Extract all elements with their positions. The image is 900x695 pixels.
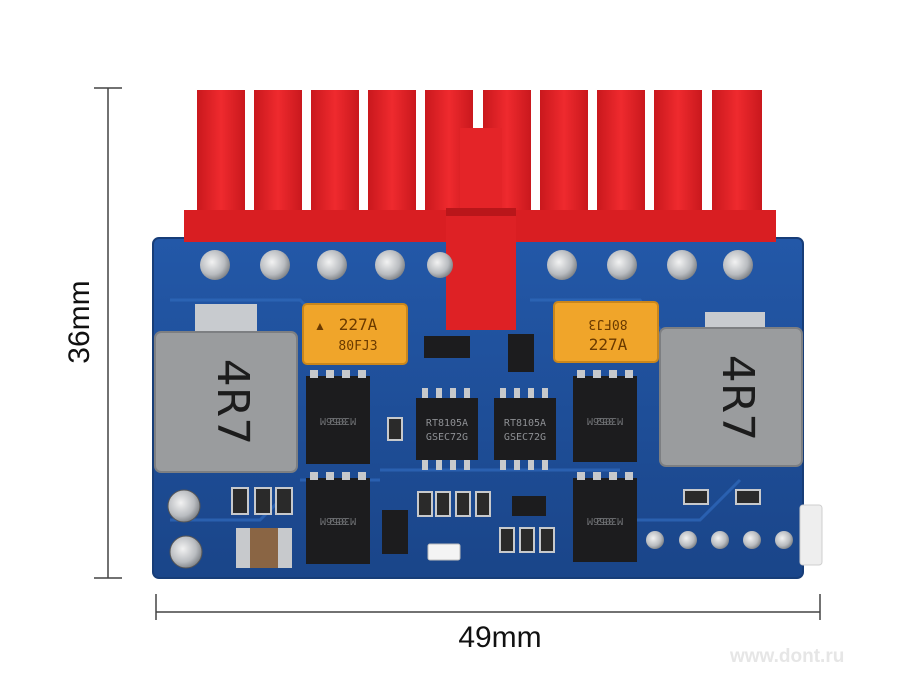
edge-pads	[646, 531, 793, 549]
ceramic-capacitor	[236, 528, 292, 568]
width-dimension-line	[155, 594, 821, 620]
capacitor-right: 80FJ3 227A	[553, 301, 659, 363]
mosfet-marking: M3056M	[587, 515, 623, 526]
mosfet-marking: 352	[329, 415, 347, 426]
controller-left-line2: GSEC72G	[426, 432, 468, 443]
diode	[512, 496, 546, 516]
diode	[382, 510, 408, 554]
small-ic	[508, 334, 534, 372]
atx-connector	[184, 90, 776, 330]
capacitor-right-line2: 227A	[589, 335, 628, 354]
inductor-right: 4R7	[659, 312, 803, 467]
mosfet-marking: M3056M	[320, 515, 356, 526]
mosfet: 352 M3056M	[573, 370, 637, 462]
led	[427, 543, 461, 561]
mosfet-marking: 352	[596, 415, 614, 426]
connector-latch-body	[446, 208, 516, 330]
mosfet: 352 M3056M	[573, 472, 637, 562]
svg-text:▲: ▲	[314, 319, 326, 333]
mosfet-marking: M3056M	[587, 415, 623, 426]
width-dimension-label: 49mm	[458, 621, 542, 654]
capacitor-left: 227A 80FJ3 ▲	[302, 303, 408, 365]
controller-right-line2: GSEC72G	[504, 432, 546, 443]
mosfet-marking: M3056M	[320, 415, 356, 426]
solder-joints	[200, 250, 753, 280]
mosfet: 352 M3056M	[306, 370, 370, 464]
inductor-right-marking: 4R7	[712, 355, 763, 442]
passive-components	[231, 417, 761, 553]
inductor-left: 4R7	[154, 304, 298, 473]
inductor-left-marking: 4R7	[207, 359, 258, 446]
side-connector	[799, 504, 823, 566]
mosfet-marking: 352	[596, 515, 614, 526]
controller-left-line1: RT8105A	[426, 418, 468, 429]
mosfet-marking: 352	[329, 515, 347, 526]
height-dimension-line	[94, 87, 122, 579]
small-ic	[424, 336, 470, 358]
capacitor-left-line2: 80FJ3	[338, 339, 377, 354]
mosfet: 352 M3056M	[306, 472, 370, 564]
controller-right-line1: RT8105A	[504, 418, 546, 429]
capacitor-right-line1: 80FJ3	[588, 316, 627, 331]
controller-ic-right: RT8105A GSEC72G	[494, 388, 556, 470]
capacitor-left-line1: 227A	[339, 315, 378, 334]
controller-ic-left: RT8105A GSEC72G	[416, 388, 478, 470]
watermark: www.dont.ru	[730, 646, 845, 667]
connector-latch	[460, 128, 502, 218]
screw-terminals	[167, 489, 203, 569]
height-dimension-label: 36mm	[63, 280, 96, 364]
